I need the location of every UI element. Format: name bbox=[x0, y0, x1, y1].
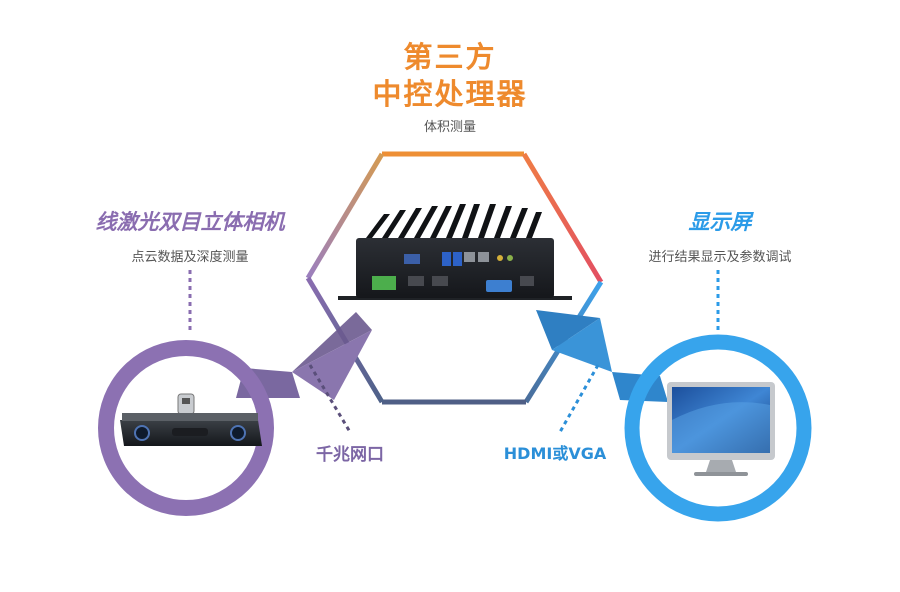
hdmi-vga-label: HDMI或VGA bbox=[503, 444, 607, 463]
hex-edge-top-left bbox=[305, 152, 385, 280]
stereo-camera-icon bbox=[120, 393, 262, 446]
camera-subtitle: 点云数据及深度测量 bbox=[131, 250, 249, 265]
camera-ring bbox=[98, 340, 274, 516]
monitor-title: 显示屏 bbox=[688, 210, 752, 234]
monitor-icon bbox=[667, 382, 775, 476]
hex-edge-top-right bbox=[521, 152, 604, 284]
center-subtitle: 体积测量 bbox=[423, 120, 476, 135]
hdmi-dashed-line bbox=[558, 364, 600, 433]
center-title-line2: 中控处理器 bbox=[372, 77, 528, 111]
gigabit-dashed-line bbox=[308, 364, 352, 433]
camera-title: 线激光双目立体相机 bbox=[95, 210, 285, 234]
monitor-ring bbox=[624, 334, 812, 522]
mini-pc-icon bbox=[338, 204, 572, 300]
monitor-subtitle: 进行结果显示及参数调试 bbox=[648, 250, 792, 265]
center-title-line1: 第三方 bbox=[403, 40, 497, 74]
gigabit-ethernet-label: 千兆网口 bbox=[316, 445, 384, 465]
